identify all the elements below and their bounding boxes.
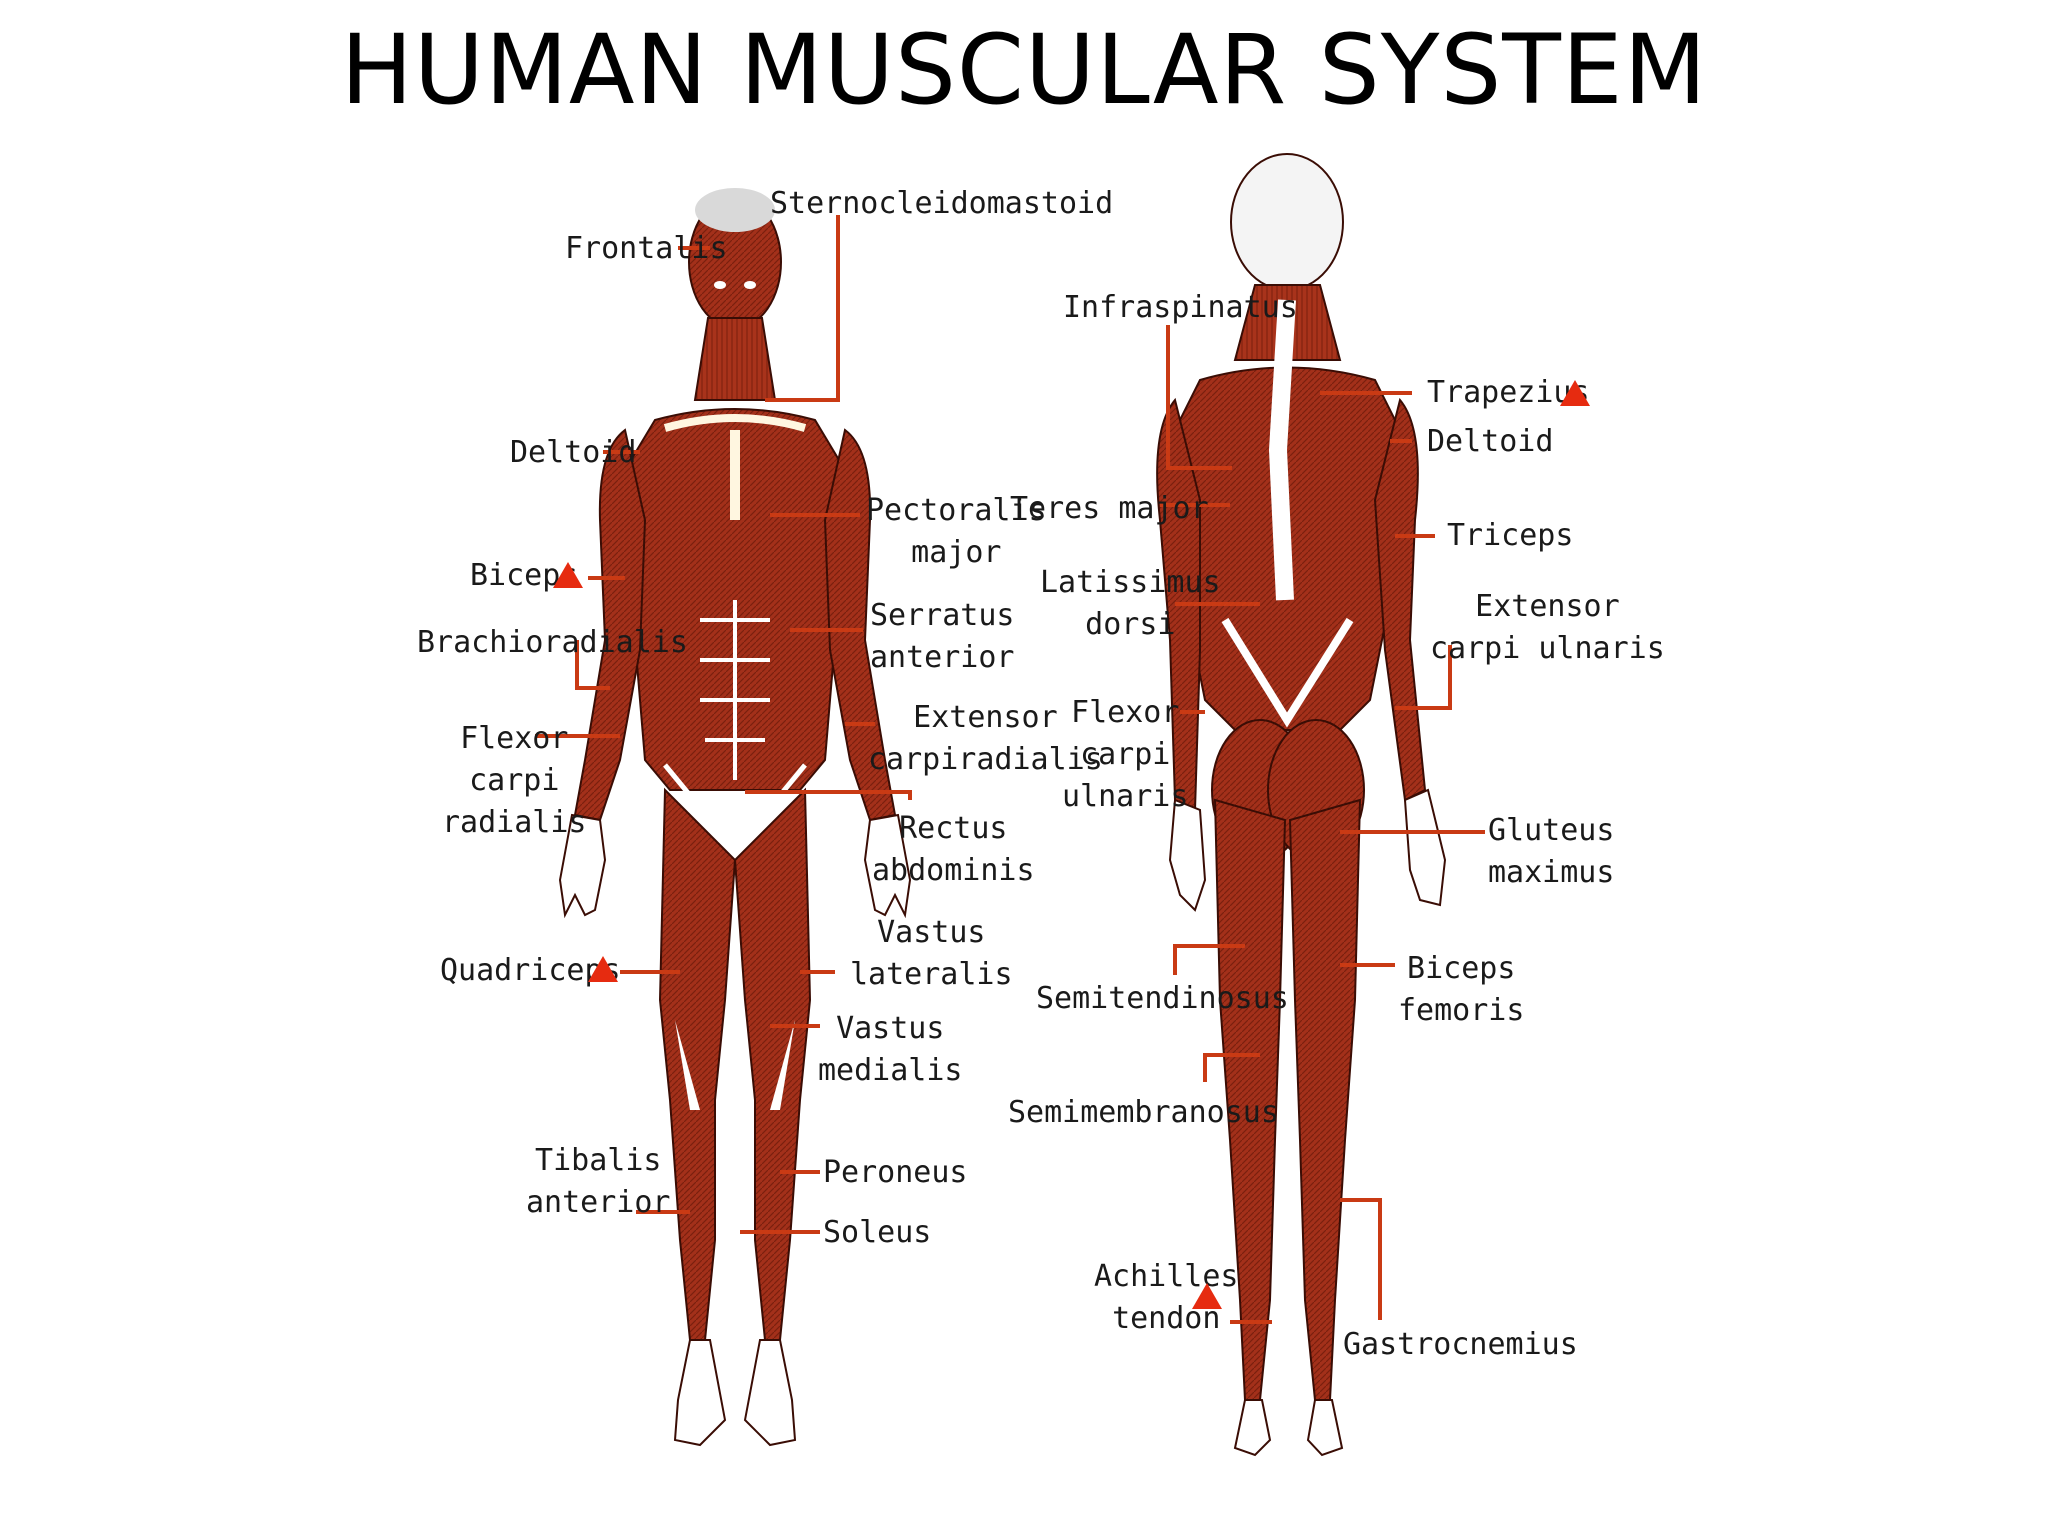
slide-title: HUMAN MUSCULAR SYSTEM xyxy=(340,14,1708,126)
label-triceps: Triceps xyxy=(1447,518,1574,553)
label-front-deltoid: Deltoid xyxy=(510,435,637,470)
back-hand-left xyxy=(1168,798,1207,912)
label-brachioradialis: Brachioradialis xyxy=(417,625,688,660)
label-sternocleidomastoid: Sternocleidomastoid xyxy=(770,186,1114,221)
back-head xyxy=(1230,153,1344,291)
label-frontalis: Frontalis xyxy=(565,231,728,266)
front-foot-left xyxy=(673,1339,727,1447)
front-hand-left xyxy=(558,813,607,919)
back-hand-right xyxy=(1403,788,1447,907)
label-infraspinatus: Infraspinatus xyxy=(1063,290,1298,325)
label-semitendinosus: Semitendinosus xyxy=(1036,981,1289,1016)
back-foot-right xyxy=(1306,1399,1344,1457)
front-torso xyxy=(623,408,847,791)
red-triangle-icon xyxy=(553,562,583,588)
front-foot-right xyxy=(743,1339,797,1447)
front-arm-left xyxy=(573,428,647,822)
back-leg-right xyxy=(1288,798,1362,1401)
label-peroneus: Peroneus xyxy=(823,1155,968,1190)
red-triangle-icon xyxy=(1560,380,1590,406)
front-leg-right xyxy=(733,787,812,1341)
front-figure xyxy=(558,188,912,1447)
leader-lines xyxy=(535,215,1485,1324)
front-neck xyxy=(693,317,777,401)
label-soleus: Soleus xyxy=(823,1215,932,1250)
label-gastrocnemius: Gastrocnemius xyxy=(1343,1327,1578,1362)
label-teres-major: Teres major xyxy=(1010,491,1209,526)
label-semimembranosus: Semimembranosus xyxy=(1008,1095,1279,1130)
back-foot-left xyxy=(1233,1399,1272,1457)
front-hand-right xyxy=(863,813,912,919)
red-triangle-icon xyxy=(1192,1283,1222,1309)
front-leg-left xyxy=(658,787,737,1341)
red-triangle-icon xyxy=(588,956,618,982)
label-back-deltoid: Deltoid xyxy=(1427,424,1554,459)
